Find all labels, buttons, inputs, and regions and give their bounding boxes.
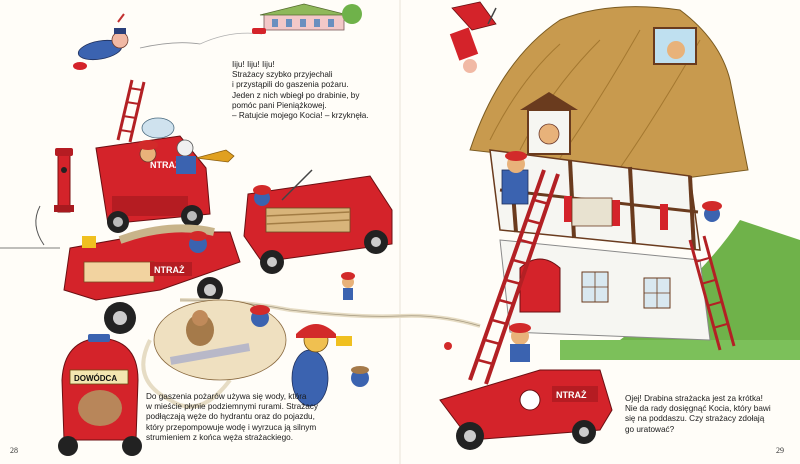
bottom-paragraph-right: Ojej! Drabina strażacka jest za krótka! … [625,394,771,435]
commander-car: DOWÓDCA [58,334,142,456]
extension-ladder [468,169,560,385]
text-line: się na poddaszu. Czy strażacy zdołają [625,414,765,424]
house [469,6,749,341]
text-line: go uratować? [625,424,675,434]
page-number-left: 28 [10,446,18,455]
distant-house [199,3,362,45]
page-number-right: 29 [776,446,784,455]
text-line: i przystąpili do gaszenia pożaru. [232,80,349,90]
truck-front-sign: NTRAŻ [154,265,185,275]
fire-truck-pump [243,169,393,274]
fire-hydrant [54,148,74,213]
side-ladder [688,201,736,351]
text-line: pomóc pani Pieniążkowej. [232,100,327,110]
top-paragraph-left: Iiju! Iiju! Iiju! Strażacy szybko przyje… [232,60,369,121]
ladder-fire-truck: NTRAŻ [439,323,613,450]
leopard-firefighter [291,324,369,407]
climbing-firefighter [501,151,529,205]
ladder-truck-sign: NTRAŻ [556,390,587,400]
bottom-paragraph-left: Do gaszenia pożarów używa się wody, któr… [146,392,318,443]
fire-truck-top: NTRAŻ [95,79,235,233]
small-firefighter [341,272,355,300]
flying-pig-character [73,13,201,70]
text-line: – Ratujcie mojego Kocia! – krzyknęła. [232,111,369,121]
text-line: Do gaszenia pożarów używa się wody, któr… [146,392,307,401]
text-line: Nie da rady dosięgnąć Kocia, który bawi [625,404,771,414]
text-line: strumieniem z końca węża strażackiego. [146,432,293,442]
falling-firefighter [449,1,497,73]
text-line: Ojej! Drabina strażacka jest za krótka! [625,394,763,403]
text-line: który przepompowuje wodę i wyrzuca ją si… [146,422,317,432]
underground-pipe-scene [153,299,287,381]
truck-top-sign: NTRAŻ [150,160,181,170]
text-line: Strażacy szybko przyjechali [232,70,333,80]
text-line: w mieście płynie podziemnymi rurami. Str… [146,402,318,412]
fire-truck-front: NTRAŻ [63,224,241,334]
text-line: Iiju! Iiju! Iiju! [232,60,275,69]
text-line: podłączają węże do hydrantu oraz do poja… [146,412,315,422]
commander-car-sign: DOWÓDCA [74,374,117,383]
text-line: Jeden z nich wbiegł po drabinie, by [232,90,360,100]
